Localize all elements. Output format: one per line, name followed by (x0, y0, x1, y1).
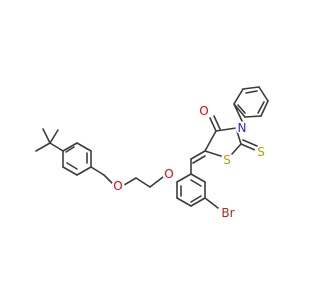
bond (192, 155, 206, 164)
bond (213, 115, 221, 130)
label-background (219, 206, 237, 220)
bond (237, 104, 246, 114)
atom-o-carbonyl: O (199, 104, 208, 118)
bond (66, 162, 78, 170)
bond (204, 150, 225, 158)
bond (176, 173, 192, 183)
bond (65, 146, 75, 153)
label-background (254, 145, 268, 159)
bond (62, 166, 78, 176)
bond (190, 173, 206, 183)
bromine: Br (219, 206, 237, 220)
bond (233, 88, 244, 105)
label-background (197, 104, 211, 118)
bond (149, 176, 164, 188)
bond (49, 129, 59, 144)
bond (76, 142, 92, 152)
bond (242, 86, 260, 90)
bond (244, 115, 262, 118)
ether-oxygen-2: O (162, 167, 176, 181)
bond (135, 177, 151, 188)
label-background (220, 153, 234, 167)
bond (90, 166, 105, 176)
label-background (111, 179, 125, 193)
bond (242, 139, 258, 147)
bond (103, 174, 114, 185)
bonds (35, 86, 269, 209)
atom-s-ring: S (223, 153, 231, 167)
bond (215, 127, 237, 132)
bond (245, 90, 258, 94)
bond (49, 142, 64, 152)
bond (240, 143, 256, 151)
ether-oxygen-1: O (111, 179, 125, 193)
thione-sulfur: S (254, 145, 268, 159)
atom-o-ether-1: O (113, 179, 122, 193)
bond (190, 197, 206, 207)
atom-o-ether-2: O (164, 167, 173, 181)
bond (190, 179, 202, 187)
bond (233, 103, 246, 118)
atom-s-thione: S (257, 145, 265, 159)
atom-labels: O N S S O O Br (111, 104, 268, 220)
atom-n: N (238, 121, 247, 135)
bond (209, 117, 217, 132)
bond (257, 101, 265, 114)
structure-svg: O N S S O O Br (35, 86, 269, 220)
atom-br: Br (221, 206, 234, 220)
bond (176, 197, 192, 207)
bond (190, 150, 206, 160)
molecule-diagram: O N S S O O Br (35, 86, 269, 220)
bond (258, 86, 269, 102)
bond (190, 195, 202, 203)
label-background (162, 167, 176, 181)
bond (260, 100, 269, 117)
ring-nitrogen: N (235, 121, 249, 135)
carbonyl-oxygen: O (197, 104, 211, 118)
bond (204, 130, 217, 152)
bond (231, 143, 242, 155)
bond (233, 103, 243, 122)
bond (76, 166, 92, 176)
bond (35, 142, 51, 152)
ring-sulfur: S (220, 153, 234, 167)
bond (62, 142, 78, 152)
bond (42, 128, 51, 144)
label-background (235, 121, 249, 135)
bond (204, 197, 219, 209)
